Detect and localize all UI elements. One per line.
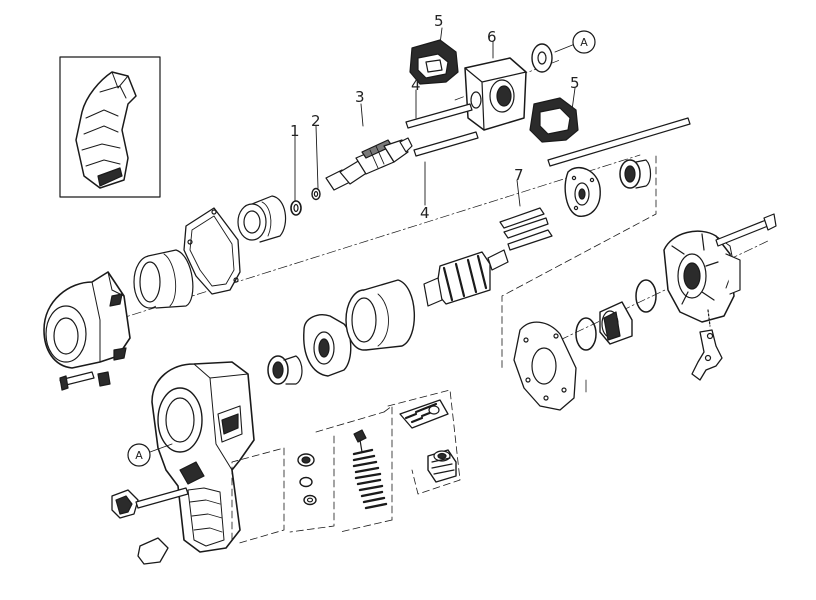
back-cap [663,230,741,323]
hammer-cage [464,57,527,131]
valve-spring [352,429,388,510]
rear-o-ring [575,317,597,351]
front-cover [43,271,131,369]
callout-6: 6 [487,28,497,46]
motor-group-bracket [501,155,657,371]
front-end-plate [303,314,352,377]
motor-cylinder [345,279,415,351]
washer-small [311,187,321,201]
hammer-pins [405,103,479,157]
callout-2: 2 [311,112,321,130]
front-bearing [267,355,303,385]
reference-a-housing: A [127,443,173,467]
trigger [111,487,189,519]
rear-end-plate [564,167,601,217]
washer-top [531,43,553,73]
callout-5-right: 5 [570,74,580,92]
cover-screws [59,371,111,391]
inset-grip-sleeve [59,56,161,198]
rear-bearing [619,159,652,189]
reverse-valve-bushing [599,301,633,345]
callout-3: 3 [355,88,365,106]
trigger-pad [137,537,169,565]
callout-4-top: 4 [411,76,421,94]
reference-a-top-label: A [580,36,588,49]
callout-5-top: 5 [434,12,444,30]
o-ring-small [290,200,302,216]
anvil-shaft [325,137,413,191]
valve-seat-stack [297,453,317,506]
reference-a-top: A [572,30,596,54]
main-housing [151,361,255,553]
throttle-plate [399,399,449,429]
hammer-cam-top [409,39,459,85]
back-cap-screw [715,213,777,247]
clamp-ring [133,249,194,309]
callout-labels: 1 2 3 4 4 5 5 6 7 [290,12,580,222]
hammer-cam-right [529,97,579,143]
tie-rod [547,117,691,167]
reference-a-housing-label: A [135,449,143,462]
front-bushing [237,195,287,243]
valve-group-brackets [231,389,461,545]
hanger-clip [691,309,723,381]
air-inlet-fitting [427,449,457,483]
valve-o-ring [635,279,657,313]
rear-gasket [513,321,577,411]
rotor [423,249,509,307]
front-gasket [183,207,241,295]
rotor-vanes [499,207,553,251]
callout-7: 7 [514,166,524,184]
callout-4-bottom: 4 [420,204,430,222]
callout-1: 1 [290,122,300,140]
